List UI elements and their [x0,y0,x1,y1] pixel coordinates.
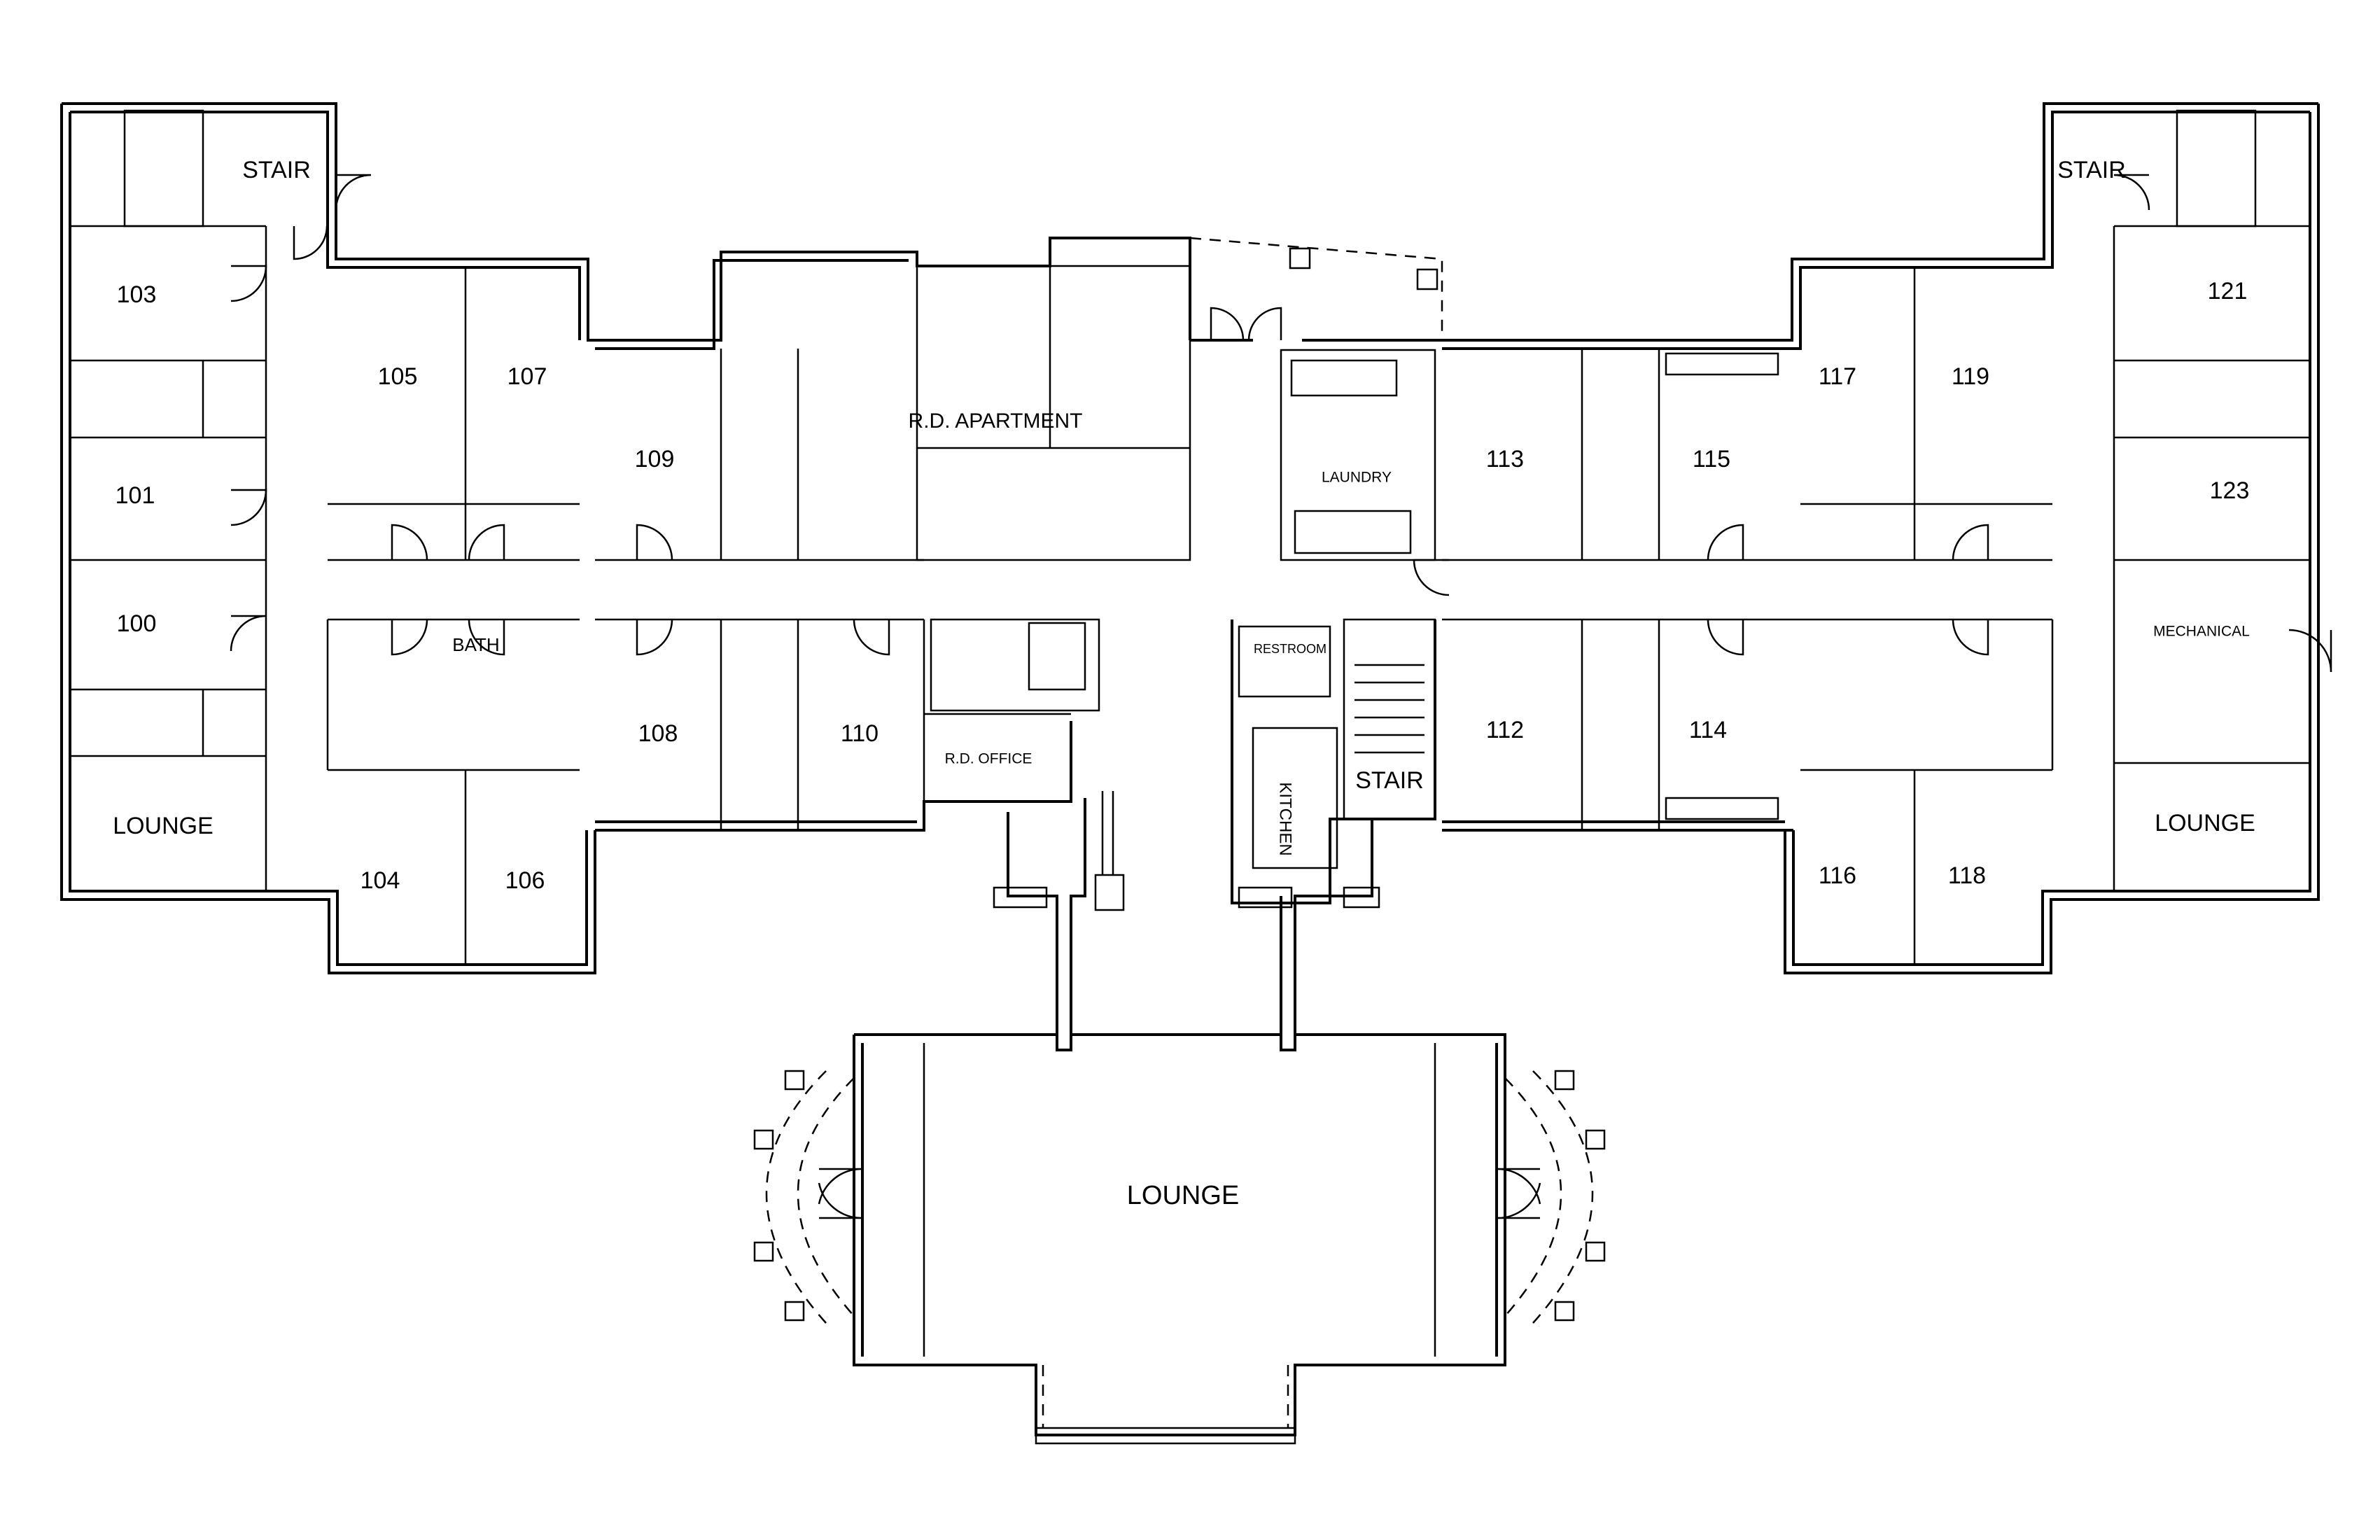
room-label-105: 105 [378,363,418,390]
main-lounge-walls [753,1033,1606,1445]
room-label-100: 100 [117,610,157,637]
room-label-123: 123 [2210,477,2250,504]
room-label-lounge-west: LOUNGE [113,813,214,839]
center-entry [1189,237,1443,561]
room-label-lounge-east: LOUNGE [2155,810,2255,836]
room-label-103: 103 [117,281,157,308]
center-west-walls [595,237,1191,832]
room-label-106: 106 [505,867,545,894]
room-label-114: 114 [1689,717,1727,743]
door-swings [230,174,2332,673]
room-label-112: 112 [1486,717,1524,743]
room-label-stair-ne: STAIR [2057,157,2126,183]
room-label-121: 121 [2208,278,2248,304]
room-label-restroom: RESTROOM [1254,642,1326,656]
room-label-bath: BATH [452,634,499,655]
room-label-stair-center: STAIR [1355,767,1424,794]
room-label-109: 109 [635,446,675,472]
room-label-117: 117 [1819,363,1856,390]
room-label-rd-office: R.D. OFFICE [945,751,1032,767]
room-label-rd-apartment: R.D. APARTMENT [909,410,1083,433]
room-labels: STAIR 103 101 100 LOUNGE 105 107 109 BAT… [113,157,2255,1210]
room-label-115: 115 [1693,446,1730,472]
room-label-113: 113 [1486,446,1524,472]
center-service [1231,618,1436,904]
room-label-116: 116 [1819,862,1856,889]
room-label-110: 110 [841,720,878,747]
room-label-lounge-main: LOUNGE [1127,1181,1239,1210]
room-label-104: 104 [360,867,400,894]
west-wing-walls [60,102,596,974]
east-wing-walls [1442,102,2320,974]
room-label-mechanical: MECHANICAL [2153,624,2250,640]
room-label-kitchen: KITCHEN [1276,782,1295,855]
connectors [993,791,1380,1036]
room-label-118: 118 [1948,862,1986,889]
room-label-stair-nw: STAIR [242,157,311,183]
room-label-108: 108 [638,720,678,747]
room-label-107: 107 [507,363,547,390]
room-label-119: 119 [1952,363,1989,390]
room-label-laundry: LAUNDRY [1322,470,1392,486]
room-label-101: 101 [115,482,155,509]
